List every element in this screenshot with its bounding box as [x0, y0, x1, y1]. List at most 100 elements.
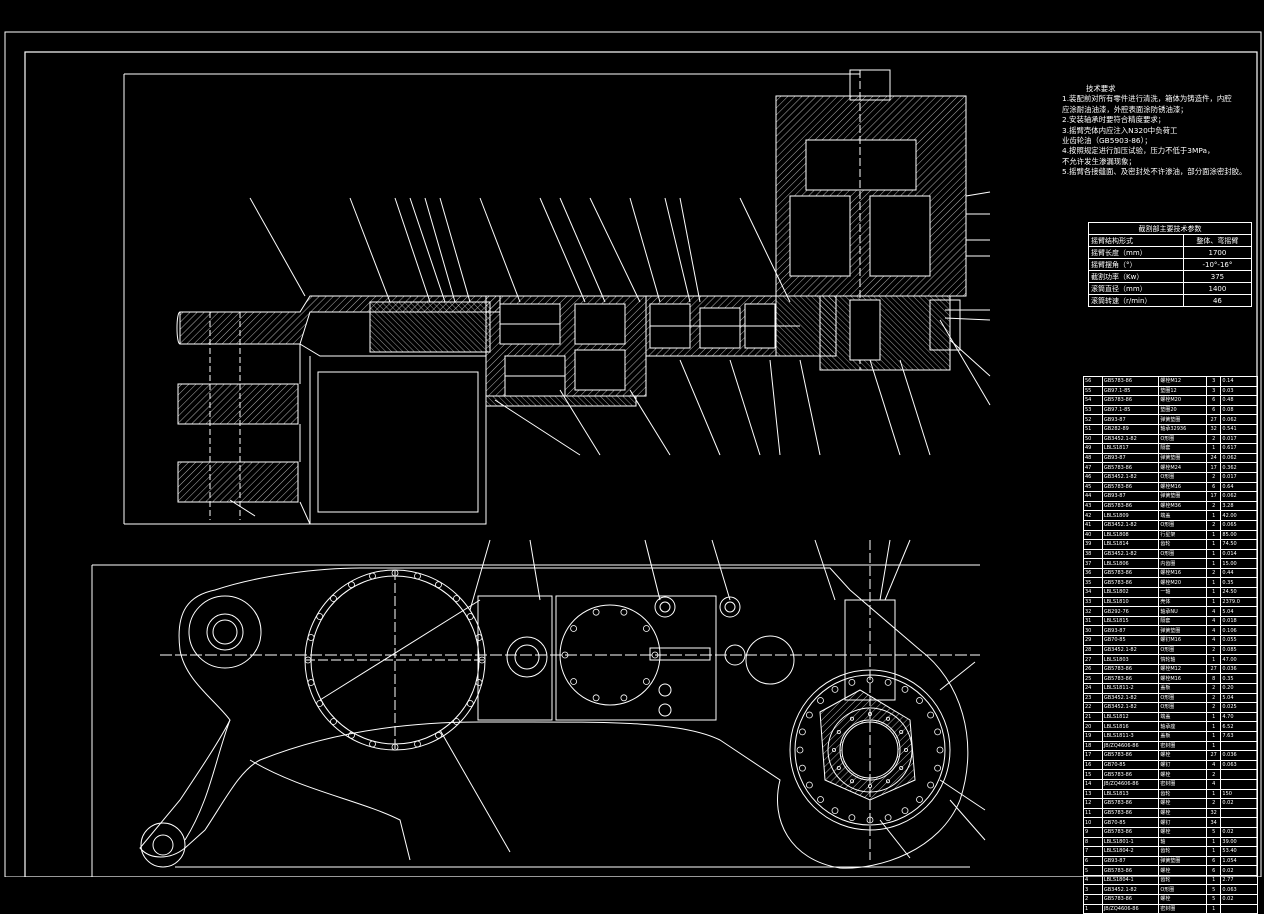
- bom-cell: 28: [1083, 644, 1103, 656]
- bom-cell: 3: [1205, 376, 1222, 387]
- bom-cell: 0.35: [1220, 673, 1258, 684]
- bolt-hole: [831, 807, 839, 814]
- technical-requirement-line: 应涂耐油油漆，外腔表面涂防锈油漆；: [1062, 104, 1188, 114]
- bom-cell: O形圈: [1158, 519, 1207, 531]
- bolt-hole: [927, 781, 934, 789]
- bolt-hole: [330, 595, 337, 602]
- bom-cell: 4: [1205, 615, 1222, 627]
- bom-cell: GB3452.1-82: [1101, 433, 1160, 445]
- bom-cell: 密封圈: [1158, 778, 1207, 790]
- bom-cell: 0.64: [1220, 481, 1258, 493]
- bom-cell: 轴: [1158, 836, 1207, 848]
- spec-label: 截割功率（Kw）: [1088, 270, 1184, 283]
- spec-value: 整体、弯摇臂: [1182, 234, 1253, 247]
- bom-cell: GB5783-86: [1101, 798, 1160, 809]
- bolt-hole: [848, 814, 856, 821]
- bom-cell: 4.70: [1220, 711, 1258, 723]
- bolt-hole: [466, 700, 474, 707]
- bom-cell: JB/ZQ4606-86: [1101, 778, 1160, 790]
- bom-cell: 0.03: [1220, 385, 1258, 397]
- bolt-hole: [453, 718, 460, 725]
- bom-cell: 6: [1205, 865, 1222, 876]
- bom-cell: 8: [1205, 673, 1222, 684]
- bom-cell: GB5783-86: [1101, 826, 1160, 838]
- bom-cell: 1: [1205, 788, 1222, 800]
- bom-cell: 0.017: [1220, 471, 1258, 483]
- bolt-hole: [369, 572, 376, 580]
- bolt-hole: [570, 678, 577, 685]
- spec-table: 截割部主要技术参数 摇臂结构形式整体、弯摇臂 摇臂长度（mm）1700 摇臂摆角…: [1088, 222, 1253, 307]
- bom-cell: O形圈: [1158, 692, 1207, 704]
- technical-requirement-line: 2.安装轴承时要符合精度要求；: [1062, 115, 1166, 125]
- bolt-hole: [799, 764, 806, 772]
- bom-cell: 35: [1083, 577, 1103, 589]
- bom-cell: 弹簧垫圈: [1158, 491, 1207, 502]
- bom-cell: 螺栓M16: [1158, 567, 1207, 579]
- bom-cell: 17: [1083, 750, 1103, 761]
- bom-cell: 1: [1205, 596, 1222, 608]
- bom-cell: 4: [1205, 778, 1222, 790]
- bom-cell: 端盖: [1158, 711, 1207, 723]
- bom-cell: 0.062: [1220, 452, 1258, 464]
- bolt-hole: [414, 572, 421, 580]
- bom-cell: 0.14: [1220, 376, 1258, 387]
- plan-view: [91, 539, 986, 877]
- bom-cell: 螺钉: [1158, 759, 1207, 771]
- bom-cell: 2: [1205, 769, 1222, 780]
- bolt-hole: [307, 634, 315, 641]
- bom-cell: 惰轮轴: [1158, 654, 1207, 665]
- bom-cell: 54: [1083, 395, 1103, 406]
- bom-cell: 25: [1083, 673, 1103, 684]
- bolt-hole: [799, 728, 806, 736]
- bom-cell: LBLS1813: [1101, 788, 1160, 800]
- bom-cell: GB5783-86: [1101, 673, 1160, 684]
- bom-cell: [1220, 817, 1258, 828]
- bom-cell: 壳体: [1158, 596, 1207, 608]
- bom-cell: 29: [1083, 635, 1103, 646]
- bom-cell: 2: [1205, 798, 1222, 809]
- bom-cell: O形圈: [1158, 884, 1207, 896]
- bom-cell: 37: [1083, 558, 1103, 569]
- bom-cell: 内齿圈: [1158, 558, 1207, 569]
- bom-cell: GB3452.1-82: [1101, 702, 1160, 713]
- bom-cell: 0.062: [1220, 414, 1258, 425]
- technical-requirement-line: 不允许发生渗漏现象；: [1062, 156, 1136, 166]
- bom-cell: 0.48: [1220, 395, 1258, 406]
- bom-cell: 螺栓M16: [1158, 481, 1207, 493]
- bom-cell: LBLS1801-1: [1101, 836, 1160, 848]
- bom-cell: 螺栓: [1158, 865, 1207, 876]
- spec-label: 滚筒转速（r/min）: [1088, 294, 1184, 307]
- cad-drawing: [4, 31, 1262, 877]
- bom-cell: 5: [1083, 865, 1103, 876]
- bom-cell: GB5783-86: [1101, 395, 1160, 406]
- bolt-hole: [806, 711, 813, 719]
- bom-cell: GB93-87: [1101, 414, 1160, 425]
- bom-cell: GB5783-86: [1101, 894, 1160, 905]
- bom-cell: 1: [1083, 903, 1103, 914]
- bom-cell: 行星架: [1158, 529, 1207, 541]
- spec-label: 滚筒直径（mm）: [1088, 282, 1184, 295]
- bolt-holes: [304, 569, 944, 824]
- bom-cell: 6: [1205, 404, 1222, 416]
- bom-cell: 17: [1205, 462, 1222, 473]
- bom-cell: 42.00: [1220, 510, 1258, 521]
- bom-cell: 0.02: [1220, 894, 1258, 905]
- bom-cell: 0.036: [1220, 750, 1258, 761]
- bom-cell: 2379.0: [1220, 596, 1258, 608]
- bom-cell: 6.52: [1220, 721, 1258, 732]
- bom-cell: 7.63: [1220, 730, 1258, 742]
